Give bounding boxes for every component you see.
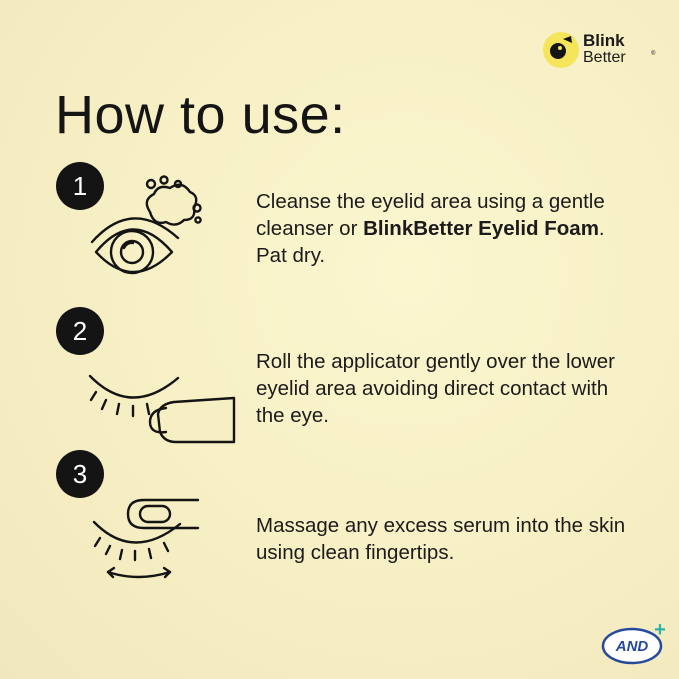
- eye-with-foam-icon: [90, 175, 202, 275]
- step-2-number: 2: [56, 307, 104, 355]
- badge-plus: +: [654, 620, 666, 641]
- step-1-number: 1: [56, 162, 104, 210]
- logo-word-better: Better: [583, 49, 626, 66]
- brand-logo: Blink Better ®: [541, 28, 666, 72]
- badge-label: AND: [615, 638, 649, 655]
- applicator-on-eyelid-icon: [88, 374, 236, 444]
- step-1-text: Cleanse the eyelid area using a gentle c…: [256, 190, 605, 267]
- product-name: BlinkBetter Eyelid Foam: [363, 217, 599, 240]
- fingertip-massage-icon: [92, 498, 200, 579]
- and-pharma-badge-icon: AND +: [601, 620, 666, 665]
- logo-word-blink: Blink: [583, 31, 625, 50]
- step-3-text: Massage any excess serum into the skin u…: [256, 514, 626, 564]
- page-title: How to use:: [55, 85, 346, 146]
- step-3-number: 3: [56, 450, 104, 498]
- registered-mark: ®: [651, 51, 656, 57]
- blink-better-logo-icon: [543, 32, 579, 68]
- step-2-text: Roll the applicator gently over the lowe…: [256, 350, 615, 427]
